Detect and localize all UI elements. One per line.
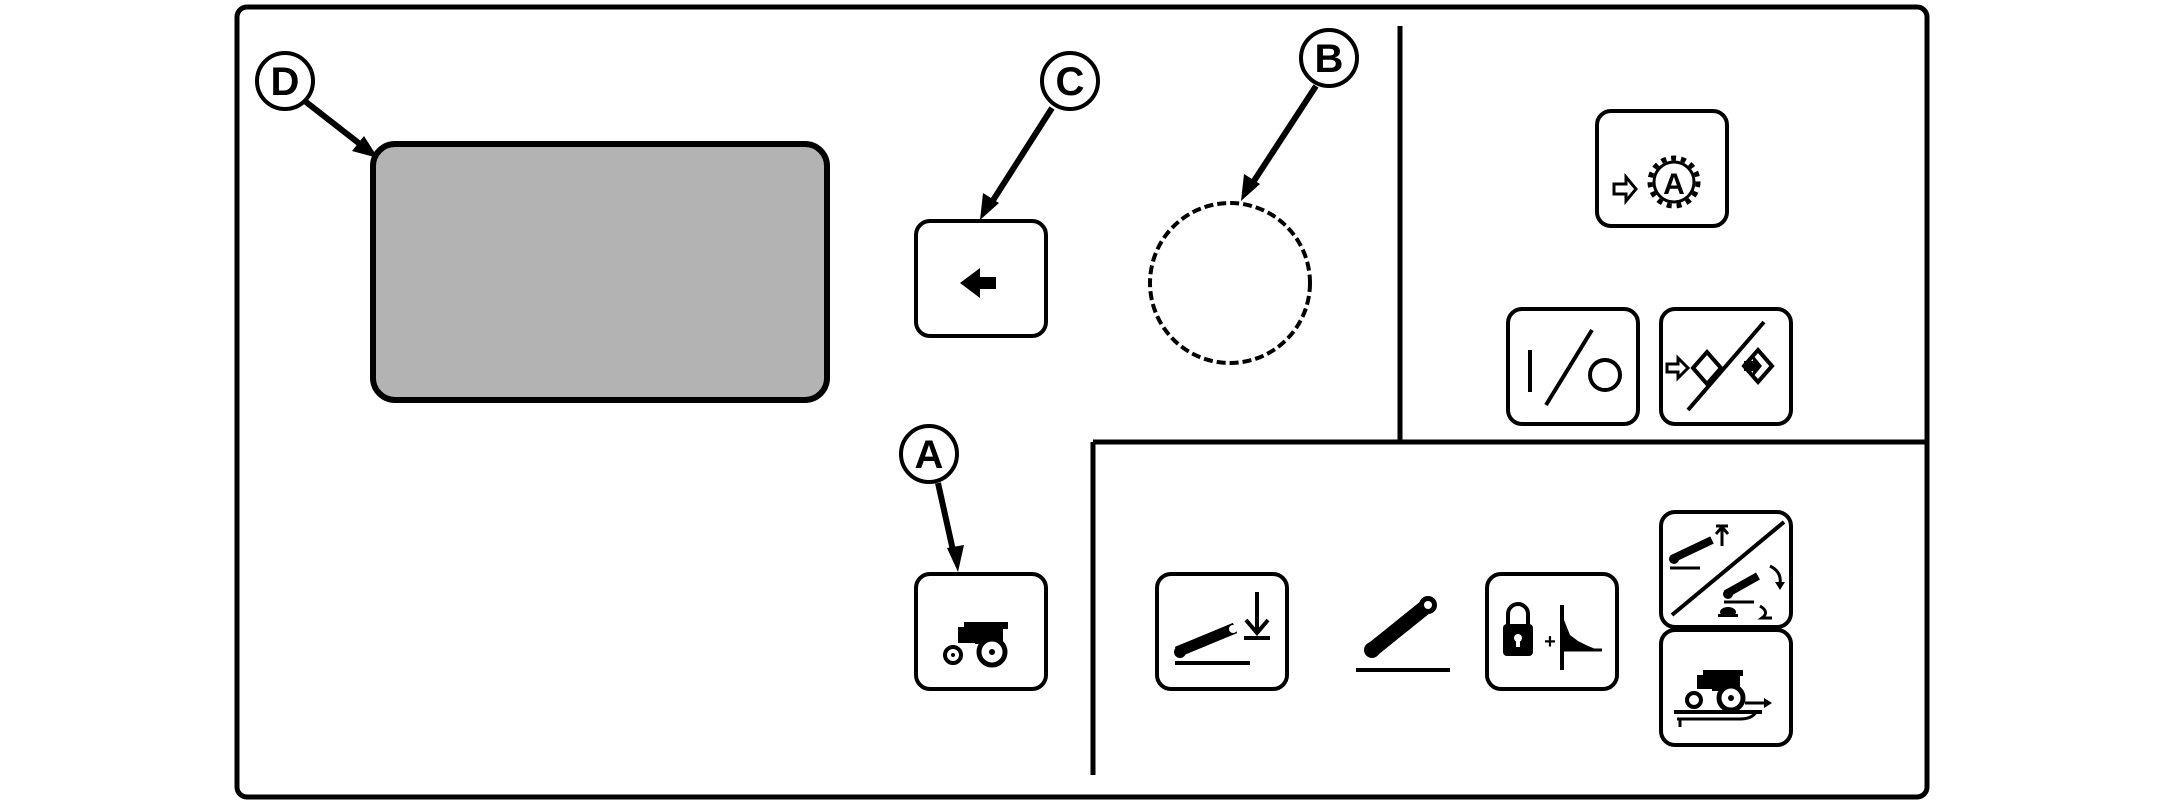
tractor-transport-icon xyxy=(1674,670,1772,727)
arm-position-icon xyxy=(1356,596,1450,672)
plus-sign: + xyxy=(1544,631,1556,653)
back-button[interactable] xyxy=(914,219,1048,338)
auto-gear-letter: A xyxy=(1663,168,1685,201)
panel-frame xyxy=(234,4,1930,800)
rotary-dial[interactable] xyxy=(1148,201,1312,365)
callout-a-label: A xyxy=(915,433,944,477)
callout-d: D xyxy=(255,51,378,158)
callout-d-label: D xyxy=(271,60,300,104)
lift-float-icon xyxy=(1669,520,1786,620)
display-screen xyxy=(370,141,830,403)
power-toggle-button[interactable] xyxy=(1506,307,1640,426)
tractor-icon xyxy=(943,622,1008,668)
auto-gear-icon: A xyxy=(1612,155,1701,209)
callout-c-label: C xyxy=(1056,60,1085,104)
diamond-mode-icon xyxy=(1665,320,1775,412)
arm-position-control[interactable] xyxy=(1356,596,1450,672)
callout-b: B xyxy=(1241,28,1359,201)
back-arrow-icon xyxy=(960,268,996,298)
lower-arm-icon xyxy=(1174,592,1270,665)
power-on-off-icon xyxy=(1528,328,1622,407)
diamond-toggle-button[interactable] xyxy=(1659,307,1793,426)
callout-b-label: B xyxy=(1315,37,1344,81)
lock-icon xyxy=(1503,602,1533,656)
lift-float-button[interactable] xyxy=(1659,510,1793,629)
callout-a: A xyxy=(899,424,964,572)
vibration-icon xyxy=(1560,605,1602,670)
lock-vibration-button[interactable]: + xyxy=(1485,572,1619,691)
callout-c: C xyxy=(980,51,1100,220)
auto-gear-button[interactable]: A xyxy=(1595,109,1729,228)
tractor-transport-button[interactable] xyxy=(1659,628,1793,747)
tractor-button[interactable] xyxy=(914,572,1048,691)
lower-button[interactable] xyxy=(1155,572,1289,691)
